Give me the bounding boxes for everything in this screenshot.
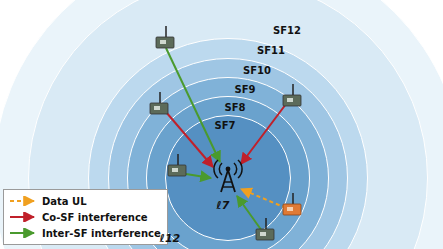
sf-label: SF11 xyxy=(257,46,285,56)
sf-label: SF12 xyxy=(273,26,301,36)
end-device xyxy=(256,218,274,240)
end-device xyxy=(168,154,186,176)
inter-sf-line xyxy=(237,196,262,231)
legend-text: Inter-SF interference xyxy=(42,228,161,239)
end-device xyxy=(150,92,168,114)
legend-row: Inter-SF interference xyxy=(8,225,161,241)
co-sf-line xyxy=(166,112,213,167)
legend-row: Data UL xyxy=(8,193,161,209)
legend-sample xyxy=(8,212,38,222)
legend-text: Data UL xyxy=(42,196,87,207)
end-device-uplink xyxy=(283,193,301,215)
gateway-tower xyxy=(214,160,242,192)
legend-line xyxy=(10,232,34,234)
sf-label: SF8 xyxy=(225,103,246,113)
end-device xyxy=(156,26,174,48)
end-device xyxy=(283,84,301,106)
legend-line xyxy=(10,216,34,218)
co-sf-line xyxy=(241,104,286,164)
range-label: ℓ12 xyxy=(160,233,181,244)
legend-sample xyxy=(8,196,38,206)
range-label: ℓ7 xyxy=(217,200,230,211)
inter-sf-line xyxy=(186,174,211,178)
sf-label: SF9 xyxy=(235,85,256,95)
sf-label: SF10 xyxy=(243,66,271,76)
legend-text: Co-SF interference xyxy=(42,212,148,223)
sf-label: SF7 xyxy=(215,121,236,131)
legend-row: Co-SF interference xyxy=(8,209,161,225)
legend-box: Data UL Co-SF interferenceInter-SF interf… xyxy=(3,189,168,245)
legend-sample xyxy=(8,228,38,238)
legend-line xyxy=(10,200,34,202)
data-ul-line xyxy=(241,189,286,208)
